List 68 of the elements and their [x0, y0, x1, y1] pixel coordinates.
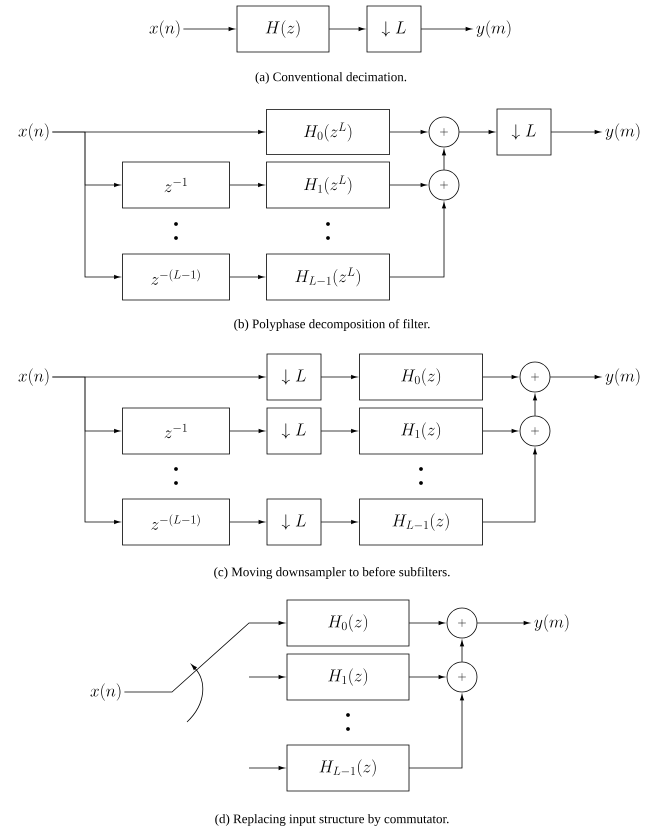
summing-junction: $+$ [428, 170, 460, 200]
filter-box: $H_0(z^L)$ [266, 109, 390, 155]
arrow [329, 26, 365, 32]
downsampler-box: $\downarrow L$ [366, 6, 422, 52]
filter-box: $H_0(z)$ [359, 354, 483, 400]
summing-junction: $+$ [428, 116, 460, 148]
arrow [321, 520, 358, 524]
signal-label: $x(n)$ [18, 123, 48, 141]
caption: (d) Replacing input structure by commutator. [215, 814, 449, 826]
summing-junction: $+$ [446, 662, 478, 692]
arrow [477, 620, 530, 626]
summing-junction: $+$ [520, 362, 550, 392]
arrow [390, 202, 446, 278]
arrow [124, 620, 285, 692]
arrow [230, 428, 265, 434]
arrow [482, 428, 518, 434]
signal-label: $y(m)$ [606, 368, 640, 386]
arrow [390, 182, 427, 188]
arrow [532, 394, 538, 416]
arrow [482, 374, 518, 380]
signal-label: $x(n)$ [90, 683, 120, 701]
downsampler-box: $\downarrow L$ [266, 498, 322, 546]
delay-box: $z^{-1}$ [122, 162, 230, 208]
caption: (a) Conventional decimation. [256, 72, 406, 84]
arrow [409, 620, 445, 626]
arrow [421, 26, 472, 32]
delay-box: $z^{-(L-1)}$ [122, 254, 230, 300]
filter-box: $H_{L-1}(z^L)$ [266, 254, 390, 300]
summing-junction: $+$ [446, 608, 478, 638]
arrow [52, 132, 120, 280]
downsampler-box: $\downarrow L$ [266, 408, 322, 454]
signal-label: $y(m)$ [476, 20, 510, 38]
filter-box: $H_1(z^L)$ [266, 162, 390, 208]
arrow [52, 376, 120, 524]
signal-label: $x(n)$ [150, 20, 180, 38]
arrow [551, 130, 601, 134]
arrow [230, 182, 264, 188]
arrow [248, 674, 285, 680]
summing-junction: $+$ [520, 416, 550, 446]
arrow [482, 448, 538, 522]
arrow [459, 130, 495, 134]
filter-box: $H_{L-1}(z)$ [286, 744, 410, 792]
arrow [182, 26, 235, 32]
arrow [230, 520, 265, 524]
delay-box: $z^{-(L-1)}$ [122, 498, 230, 546]
downsampler-box: $\downarrow L$ [496, 108, 552, 156]
signal-label: $y(m)$ [606, 123, 640, 141]
arrow [248, 766, 285, 770]
arrow [321, 428, 358, 434]
arrow [409, 694, 464, 768]
arrow [390, 130, 427, 134]
arrow [230, 274, 264, 280]
arrow [321, 374, 358, 380]
arrow [550, 374, 601, 380]
filter-box: $H_1(z)$ [286, 654, 410, 700]
arrow [442, 149, 446, 170]
signal-label: $x(n)$ [18, 368, 48, 386]
arrow [460, 640, 464, 662]
filter-box: $H(z)$ [236, 6, 330, 52]
signal-label: $y(m)$ [534, 614, 568, 632]
arrow [409, 674, 445, 680]
delay-box: $z^{-1}$ [122, 408, 230, 454]
filter-box: $H_0(z)$ [286, 600, 410, 646]
filter-box: $H_{L-1}(z)$ [359, 498, 483, 546]
downsampler-box: $\downarrow L$ [266, 354, 322, 400]
caption: (b) Polyphase decomposition of filter. [234, 319, 430, 331]
caption: (c) Moving downsampler to before subfilters. [214, 567, 450, 579]
filter-box: $H_1(z)$ [359, 408, 483, 454]
